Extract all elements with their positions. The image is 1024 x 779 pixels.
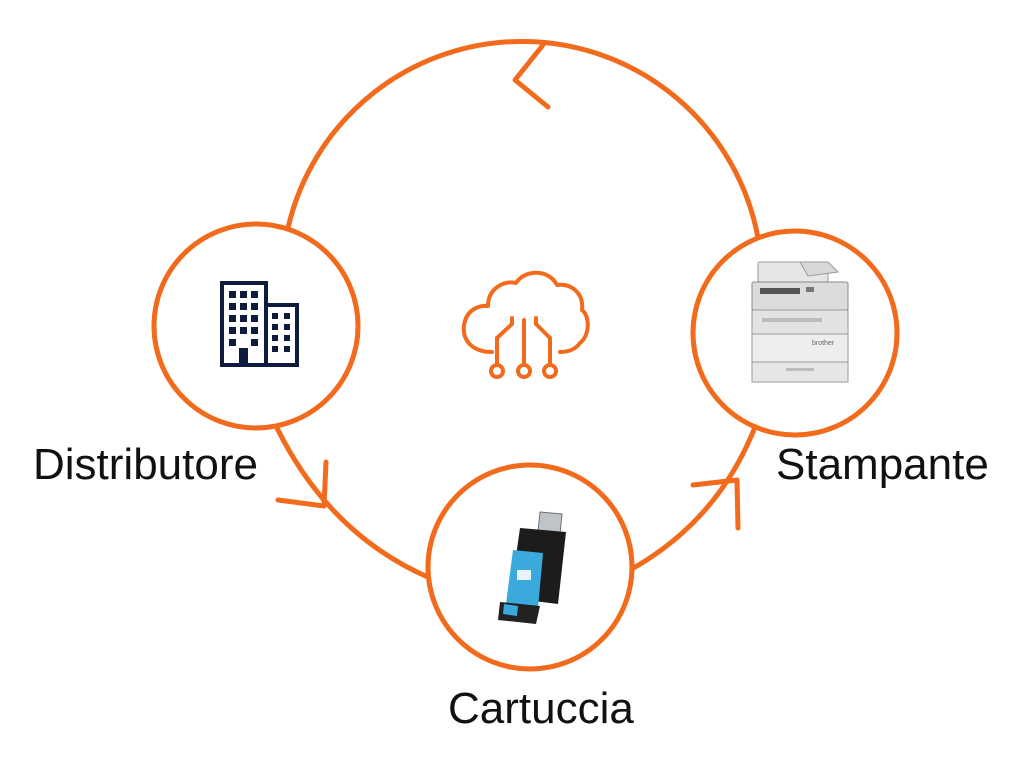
distributor-node — [151, 221, 361, 431]
arrowhead-right — [690, 477, 741, 531]
building-icon — [220, 281, 299, 367]
cloud-network-icon — [461, 270, 590, 379]
ink-cartridge-icon — [498, 511, 566, 624]
printer-brand: brother — [812, 340, 835, 347]
arc-cartridge-to-printer — [627, 419, 760, 573]
arrowhead-top — [512, 42, 551, 110]
labels: Distributore Stampante Cartuccia — [33, 440, 989, 733]
cartridge-label: Cartuccia — [448, 684, 634, 733]
arc-distributor-to-cartridge — [274, 425, 433, 581]
printer-label: Stampante — [776, 440, 989, 489]
arc-distributor-to-printer — [285, 38, 761, 241]
cycle-ring — [274, 38, 761, 581]
printer-icon: brother — [751, 261, 849, 383]
arrowheads — [275, 42, 741, 531]
arrowhead-left — [275, 459, 329, 509]
distributor-label: Distributore — [33, 440, 258, 489]
